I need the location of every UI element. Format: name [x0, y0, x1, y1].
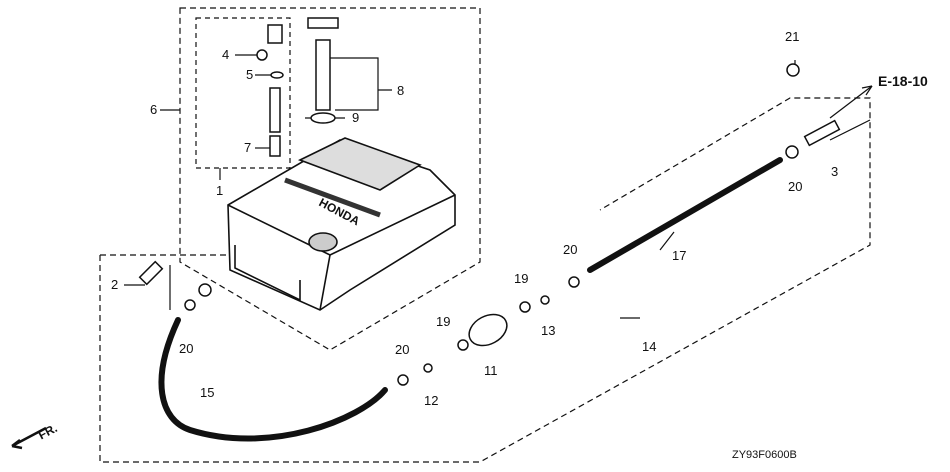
section-reference: E-18-10 [878, 73, 928, 89]
line-frame [99, 97, 871, 463]
callout-part-1: 1 [216, 183, 224, 198]
fuel-hoses [158, 157, 783, 442]
callout-part-4: 4 [222, 47, 230, 62]
callout-part-20d: 20 [788, 179, 803, 194]
callout-part-19b: 19 [514, 271, 529, 286]
callout-part-8: 8 [397, 83, 405, 98]
callout-part-12: 12 [424, 393, 439, 408]
callout-part-17: 17 [672, 248, 687, 263]
callout-part-5: 5 [246, 67, 254, 82]
callout-part-2: 2 [111, 277, 119, 292]
callout-part-7: 7 [244, 140, 252, 155]
callout-part-15: 15 [200, 385, 215, 400]
joint-fittings [256, 24, 284, 157]
tank-frame [179, 7, 481, 351]
callout-part-6: 6 [150, 102, 158, 117]
callout-part-20b: 20 [395, 342, 410, 357]
callout-part-14: 14 [642, 339, 657, 354]
fuel-tank [227, 137, 456, 311]
callout-part-13: 13 [541, 323, 556, 338]
callout-part-20c: 20 [563, 242, 578, 257]
callout-part-19a: 19 [436, 314, 451, 329]
diagram-code: ZY93F0600B [732, 449, 797, 461]
callout-part-21: 21 [785, 29, 800, 44]
callout-part-3: 3 [831, 164, 839, 179]
primer-bulb [138, 63, 841, 386]
fitting-box [195, 17, 291, 169]
fuel-gauge [307, 17, 339, 124]
callout-part-11: 11 [484, 363, 498, 378]
callout-part-9: 9 [352, 110, 360, 125]
callout-part-20a: 20 [179, 341, 194, 356]
